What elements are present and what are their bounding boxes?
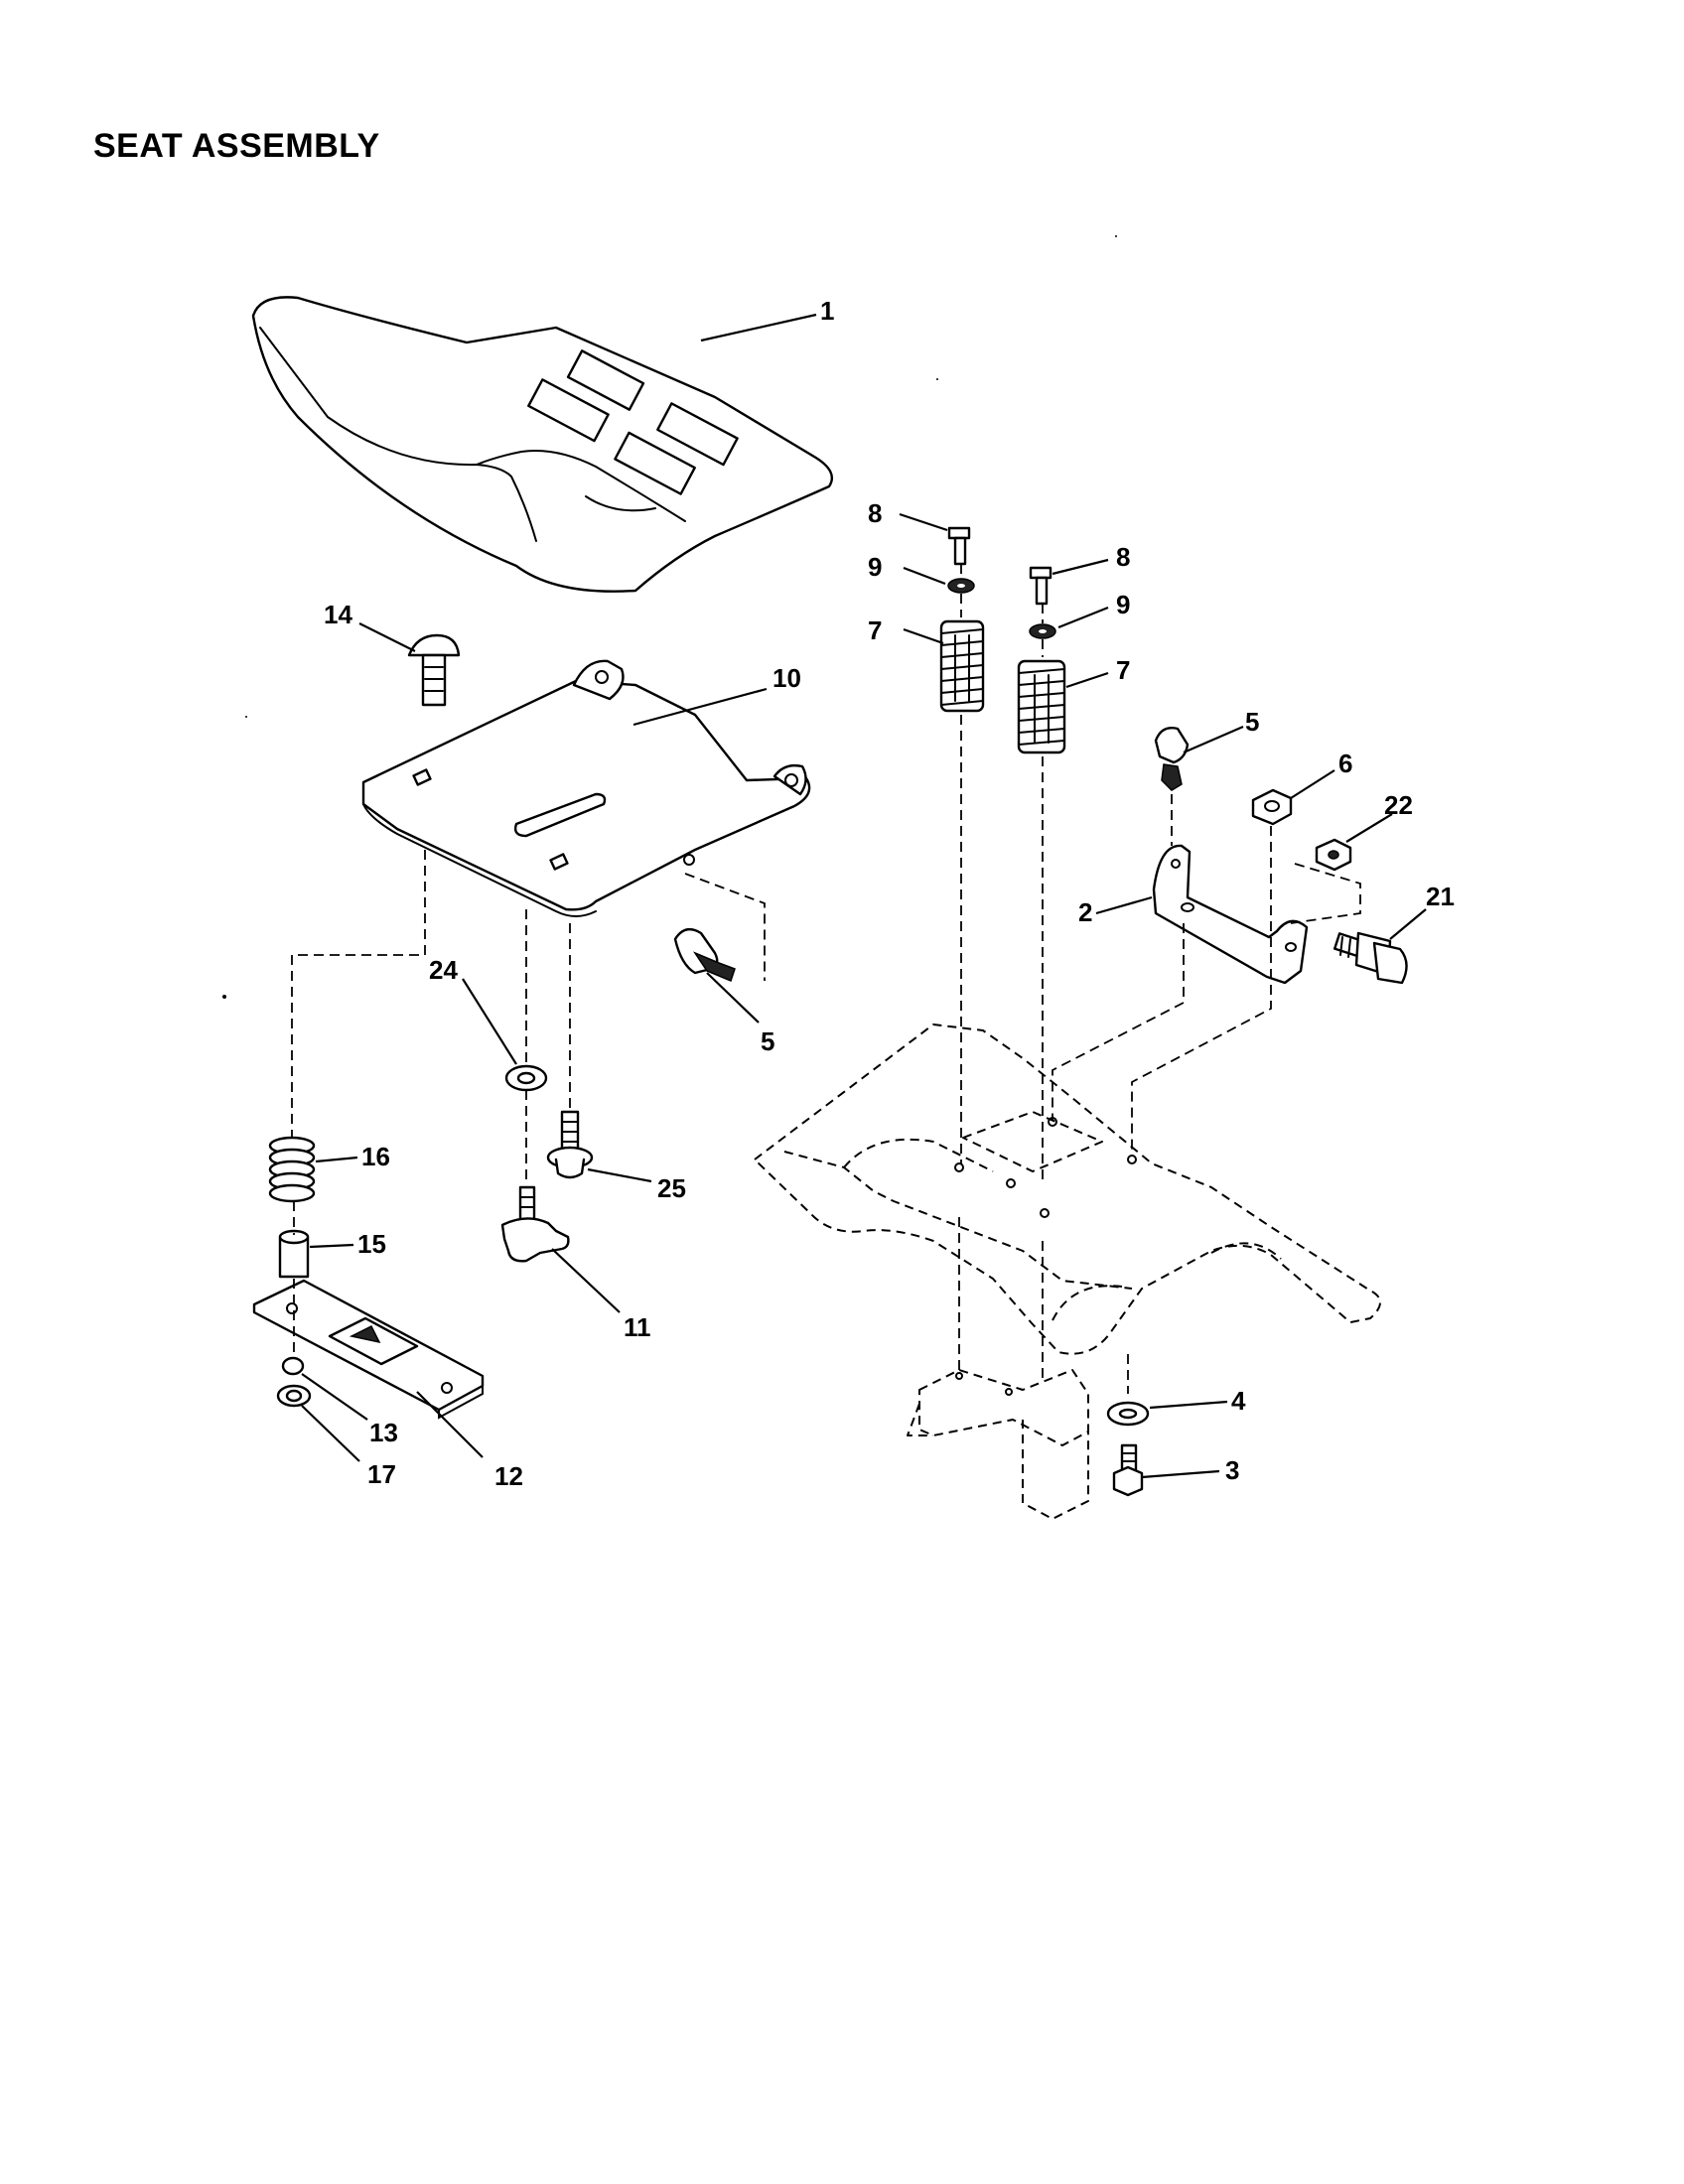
callout-8-right: 8 bbox=[1116, 542, 1130, 572]
lock-washer-part-9-right bbox=[1029, 623, 1056, 639]
spacer-part bbox=[278, 1229, 310, 1279]
callout-12: 12 bbox=[494, 1461, 523, 1491]
lock-washer-part-9-left bbox=[947, 578, 975, 594]
spring-part-7-right bbox=[1017, 659, 1066, 754]
callout-7-right: 7 bbox=[1116, 655, 1130, 685]
callout-24: 24 bbox=[429, 955, 458, 985]
callout-7-left: 7 bbox=[868, 615, 882, 645]
callout-15: 15 bbox=[357, 1229, 386, 1259]
callout-8-left: 8 bbox=[868, 498, 882, 528]
spring-part-7-left bbox=[939, 619, 985, 713]
knob-part bbox=[500, 1185, 570, 1263]
callout-13: 13 bbox=[369, 1418, 398, 1447]
callout-6: 6 bbox=[1338, 749, 1352, 778]
bolt-part-3 bbox=[1112, 1443, 1144, 1497]
carriage-bolt-part bbox=[407, 633, 461, 707]
seat-part bbox=[251, 296, 834, 593]
flange-nut-part bbox=[276, 1384, 312, 1408]
callout-9-right: 9 bbox=[1116, 590, 1130, 619]
nut-part-6 bbox=[1251, 788, 1293, 826]
shoulder-bolt-part bbox=[546, 1110, 594, 1179]
callout-3: 3 bbox=[1225, 1455, 1239, 1485]
slide-rail-part bbox=[252, 1279, 485, 1420]
callout-5-right: 5 bbox=[1245, 707, 1259, 737]
callout-17: 17 bbox=[367, 1459, 396, 1489]
callout-16: 16 bbox=[361, 1142, 390, 1171]
callout-2: 2 bbox=[1078, 897, 1092, 927]
spring-part-16 bbox=[268, 1136, 316, 1203]
callout-5-left: 5 bbox=[761, 1026, 774, 1056]
callout-21: 21 bbox=[1426, 882, 1455, 911]
nut-part-22 bbox=[1315, 838, 1352, 872]
callout-1: 1 bbox=[820, 296, 834, 326]
washer-part-4 bbox=[1106, 1401, 1150, 1427]
clip-part-left bbox=[673, 927, 736, 983]
page-title: SEAT ASSEMBLY bbox=[93, 127, 380, 165]
clip-part-right bbox=[1154, 727, 1190, 791]
nut-part-13 bbox=[281, 1356, 305, 1376]
callout-9-left: 9 bbox=[868, 552, 882, 582]
callout-10: 10 bbox=[772, 663, 801, 693]
callout-4: 4 bbox=[1231, 1386, 1246, 1416]
shoulder-bolt-part-21 bbox=[1333, 931, 1408, 985]
bolt-part-8-left bbox=[947, 526, 971, 566]
tractor-frame-phantom bbox=[754, 1024, 1381, 1520]
callout-25: 25 bbox=[657, 1173, 686, 1203]
washer-part bbox=[504, 1064, 548, 1092]
seat-pan-part bbox=[361, 659, 811, 917]
bolt-part-8-right bbox=[1029, 566, 1052, 606]
callout-14: 14 bbox=[324, 600, 352, 629]
callout-11: 11 bbox=[624, 1312, 651, 1342]
callout-22: 22 bbox=[1384, 790, 1413, 820]
bracket-part bbox=[1152, 844, 1309, 985]
